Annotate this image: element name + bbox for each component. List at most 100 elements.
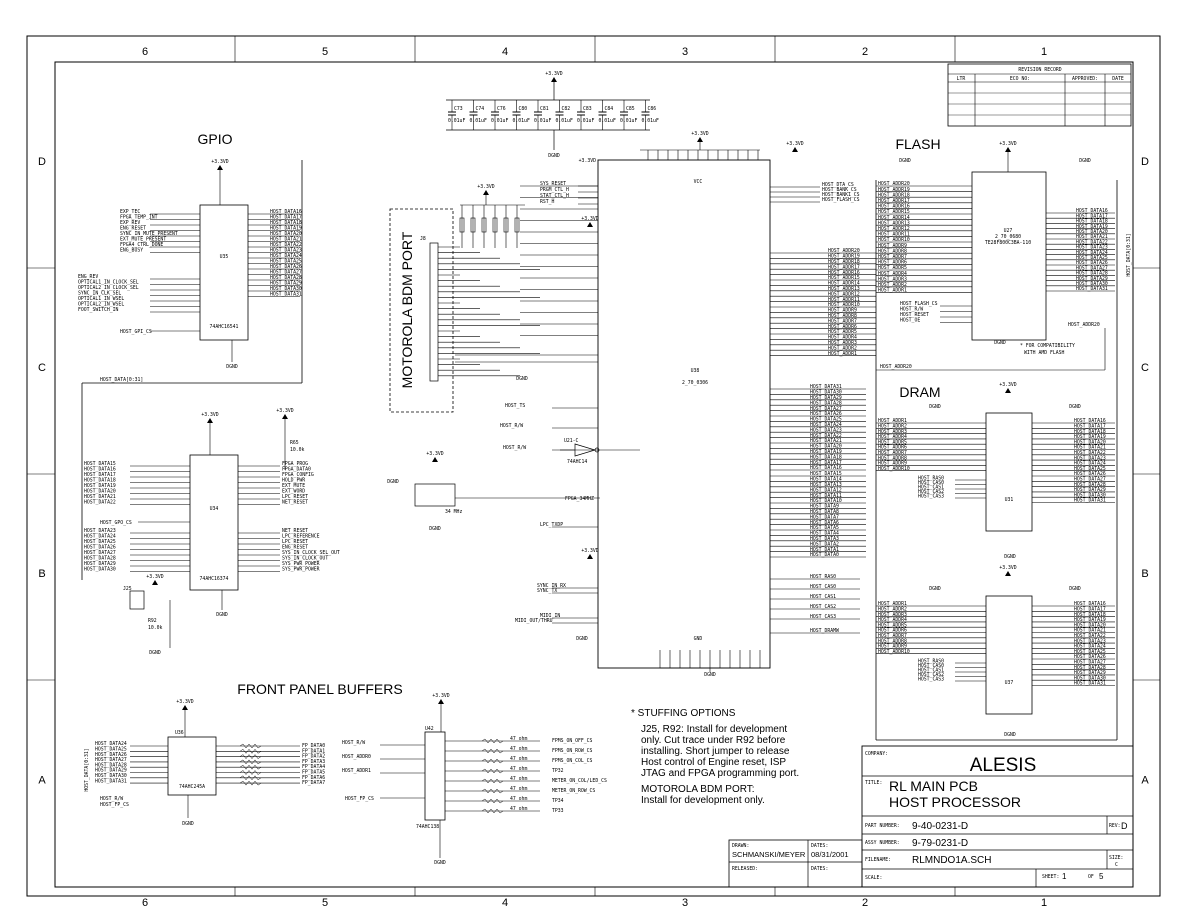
u35-out-net-13: HOST_DATA29	[270, 281, 302, 287]
dram2-data-net-15: HOST_DATA31	[1074, 681, 1106, 687]
u38-ref: U38	[691, 368, 700, 374]
dram1-data-net-7: HOST_DATA23	[1074, 455, 1106, 461]
u34-in-net-2: HOST_DATA17	[84, 472, 116, 478]
u38-addr-net-5: HOST_ADDR15	[828, 275, 860, 281]
u38-gnd-pins	[659, 650, 761, 672]
u35-gnd: DGND	[226, 364, 238, 370]
dram2-gnd-right: DGND	[1069, 586, 1081, 592]
dram1-data-net-6: HOST_DATA22	[1074, 450, 1106, 456]
title-of: 5	[1099, 872, 1104, 881]
flash-addr20-bottom: HOST_ADDR20	[880, 364, 912, 370]
u42-series-resistor	[481, 788, 504, 794]
dram1-addr-net-6: HOST_ADDR7	[878, 450, 907, 456]
dram1-addr-net-2: HOST_ADDR3	[878, 429, 907, 435]
dram2-data-net-9: HOST_DATA25	[1074, 649, 1106, 655]
u38-body	[597, 159, 771, 669]
notes-line-3: installing. Short jumper to release	[641, 746, 790, 757]
r65-value: 10.0k	[290, 447, 305, 453]
flash-data-net-10: HOST_DATA26	[1076, 260, 1108, 266]
u36-series-resistor	[239, 743, 262, 749]
dram2-addr-net-1: HOST_ADDR2	[878, 607, 907, 613]
u35-in2-net-3: SYNC_IN_CLK_SEL	[78, 291, 121, 297]
u42-series-resistor	[481, 738, 504, 744]
u34-in2-net-2: HOST_DATA25	[84, 539, 116, 545]
dram2-ctl-net-0: HOST_RAS0	[918, 658, 944, 664]
u27-type: 2_70_0680	[995, 234, 1021, 240]
flash-ctrl-net-2: HOST_RESET	[900, 312, 929, 318]
u36-body	[167, 736, 217, 796]
flash-addr-net-0: HOST_ADDR20	[878, 181, 910, 187]
u42-series-resistor	[481, 748, 504, 754]
title-drawn: SCHMANSKI/MEYER	[732, 850, 806, 859]
u42-series-resistor	[481, 798, 504, 804]
dram1-data-net-2: HOST_DATA18	[1074, 429, 1106, 435]
u38-dlo-net-1: HOST_DATA14	[810, 477, 842, 483]
u38-addr-net-16: HOST_ADDR4	[828, 335, 857, 341]
flash-gnd-right: DGND	[1079, 158, 1091, 164]
u38-dlo-net-10: HOST_DATA5	[810, 525, 839, 531]
bdm-resistor	[514, 217, 520, 233]
cap-value-C83: 0.01uF	[577, 118, 594, 124]
u34-out2-net-1: LPC_REFERENCE	[282, 534, 320, 540]
u36-out-net-1: FP_DATA1	[302, 748, 325, 754]
zone-col-top-6: 6	[142, 46, 148, 58]
r36-power: +3.3VD	[579, 158, 596, 164]
u38-misc-net-6: MIDI_IN	[540, 613, 560, 619]
u38-dhi-net-15: HOST_DATA16	[810, 465, 842, 471]
u35-out-net-8: HOST_DATA24	[270, 253, 302, 259]
u38-addr-net-19: HOST_ADDR1	[828, 351, 857, 357]
u34-in-net-3: HOST_DATA18	[84, 478, 116, 484]
title-file: RLMNDO1A.SCH	[912, 855, 991, 866]
oscillator: +3.3VD 34 MHz DGND FPGA_34MHZ DGND	[387, 451, 600, 532]
u36-in-net-7: HOST_DATA31	[95, 778, 127, 784]
zone-row-right-A: A	[1141, 775, 1149, 787]
u38-misc-net-7: MIDI_OUT/THRU	[515, 618, 553, 624]
u36-inputs: HOST_DATA24HOST_DATA25HOST_DATA26HOST_DA…	[95, 741, 168, 784]
flash-addr-net-9: HOST_ADDR11	[878, 232, 910, 238]
u34-ref: U34	[210, 506, 219, 512]
u34-out2-net-7: SYS_PWR_POWER	[282, 567, 320, 573]
title-date: 08/31/2001	[811, 850, 849, 859]
osc-gnd2: DGND	[429, 526, 441, 532]
u34-out2-net-6: SYS_PWR_POWER	[282, 561, 320, 567]
flash-addr-net-18: HOST_ADDR2	[878, 282, 907, 288]
u42-out-net-2: FPMS_ON_COL_CS	[552, 758, 593, 764]
flash-power: +3.3VD	[999, 141, 1016, 147]
u36-gnd: DGND	[182, 821, 194, 827]
bdm-resistor	[481, 217, 487, 233]
u35-ref: U35	[220, 254, 229, 260]
cap-ref-C85: C85	[626, 106, 635, 112]
r65-ref: R65	[290, 440, 299, 446]
cap-ref-C80: C80	[519, 106, 528, 112]
u38-dhi-net-5: HOST_DATA26	[810, 411, 842, 417]
u38-addr-net-18: HOST_ADDR2	[828, 345, 857, 351]
u34-in2-net-5: HOST_DATA28	[84, 556, 116, 562]
cap-value-C84: 0.01uF	[599, 118, 616, 124]
dram1-data-net-1: HOST_DATA17	[1074, 424, 1106, 430]
u34-out-net-5: EXT_WORD	[282, 489, 305, 495]
u21-ref: U21-C	[564, 438, 579, 444]
u34-out-net-1: FPGA_DATA0	[282, 467, 311, 473]
u34-in2-net-7: HOST_DATA30	[84, 567, 116, 573]
u36-out-net-5: FP_DATA5	[302, 770, 325, 776]
flash-data-net-0: HOST_DATA16	[1076, 208, 1108, 214]
u38-dlo-net-3: HOST_DATA12	[810, 487, 842, 493]
u34-cs-net: HOST_GPO_CS	[100, 520, 132, 526]
u27-subtype: TE28F800C3BA-110	[985, 240, 1031, 246]
dram2-ctl-net-2: HOST_CAS1	[918, 667, 944, 673]
dram1-data-net-8: HOST_DATA24	[1074, 461, 1106, 467]
u38-dlo-net-9: HOST_DATA6	[810, 520, 839, 526]
dram2-addr-net-4: HOST_ADDR5	[878, 622, 907, 628]
u38-cs-net-2: HOST_BANK1_CS	[822, 192, 860, 198]
u42-resistor-value-6: 47 ohm	[510, 796, 527, 802]
u38-dlo-net-2: HOST_DATA13	[810, 482, 842, 488]
u38-cs-net-3: HOST_FLASH_CS	[822, 197, 860, 203]
j25-power: +3.3VD	[146, 574, 163, 580]
title-line-1: RL MAIN PCB	[889, 778, 978, 794]
dram1-data-net-4: HOST_DATA20	[1074, 439, 1106, 445]
u36-series-resistor	[239, 748, 262, 754]
u35-outputs: HOST_DATA16HOST_DATA17HOST_DATA18HOST_DA…	[248, 209, 302, 298]
u36-in-net-5: HOST_DATA29	[95, 768, 127, 774]
u42-series-resistor	[481, 768, 504, 774]
